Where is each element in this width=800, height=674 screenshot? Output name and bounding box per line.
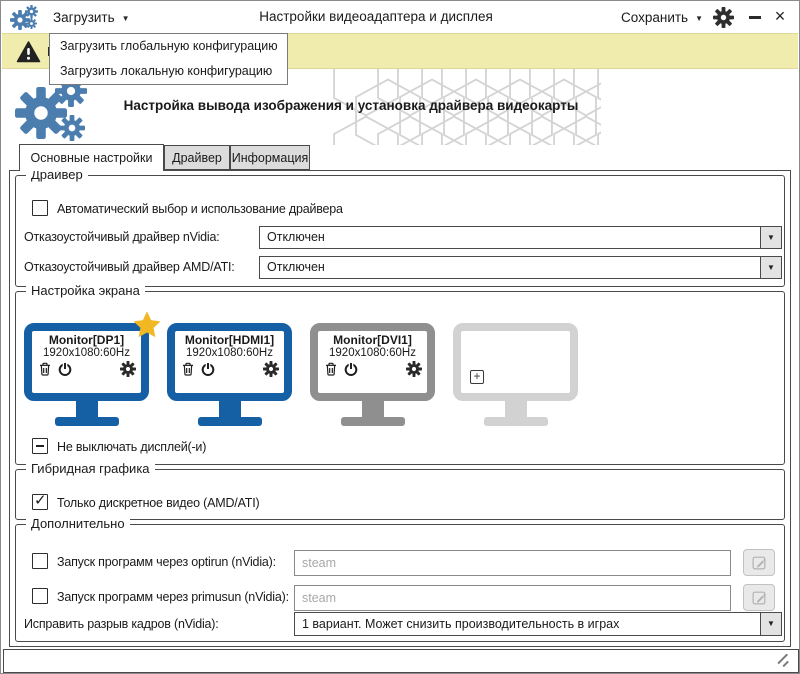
monitor-settings-gear-icon[interactable] (406, 361, 422, 377)
group-screen-title: Настройка экрана (26, 283, 145, 298)
menu-item-load-global-config[interactable]: Загрузить глобальную конфигурацию (60, 39, 278, 53)
load-menu-button[interactable]: Загрузить ▼ (53, 1, 130, 33)
monitor-card-hdmi1[interactable]: Monitor[HDMI1] 1920x1080:60Hz (167, 323, 292, 426)
save-menu-button[interactable]: Сохранить ▼ (621, 1, 703, 33)
group-extra-title: Дополнительно (26, 516, 130, 531)
primusun-edit-button[interactable] (743, 584, 775, 611)
optirun-command-input[interactable] (294, 550, 731, 576)
app-logo-gears-large-icon (15, 75, 87, 141)
discrete-only-checkbox[interactable]: ✓ (32, 491, 48, 510)
chevron-down-icon: ▼ (695, 13, 704, 23)
status-bar (3, 649, 799, 673)
amd-failsafe-value: Отключен (267, 260, 325, 274)
nvidia-failsafe-select[interactable]: Отключен ▼ (259, 226, 782, 249)
resize-grip[interactable] (772, 652, 790, 668)
monitor-settings-gear-icon[interactable] (263, 361, 279, 377)
frame-tearing-select[interactable]: 1 вариант. Может снизить производительно… (294, 612, 782, 636)
optirun-label: Запуск программ через optirun (nVidia): (57, 555, 276, 569)
discrete-only-label: Только дискретное видео (AMD/ATI) (57, 496, 260, 510)
auto-driver-checkbox[interactable] (32, 200, 48, 216)
warning-icon (16, 40, 41, 64)
amd-failsafe-label: Отказоустойчивый драйвер AMD/ATI: (24, 260, 235, 274)
keep-display-on-label: Не выключать дисплей(-и) (57, 440, 207, 454)
minimize-button[interactable] (745, 1, 765, 33)
menu-item-load-local-config[interactable]: Загрузить локальную конфигурацию (60, 64, 273, 78)
keep-display-on-checkbox[interactable] (32, 438, 48, 454)
power-icon[interactable] (343, 361, 359, 377)
monitor-name: Monitor[HDMI1] (184, 333, 275, 347)
optirun-edit-button[interactable] (743, 549, 775, 576)
header-title: Настройка вывода изображения и установка… (123, 98, 579, 113)
primusun-checkbox[interactable] (32, 588, 48, 604)
power-icon[interactable] (200, 361, 216, 377)
edit-pencil-icon (751, 554, 768, 571)
settings-gear-button[interactable] (713, 7, 734, 28)
monitor-name: Monitor[DP1] (48, 333, 125, 347)
optirun-checkbox[interactable] (32, 553, 48, 569)
save-menu-label: Сохранить (621, 9, 689, 25)
group-hybrid-graphics: Гибридная графика (15, 461, 785, 520)
load-menu-label: Загрузить (53, 9, 115, 25)
monitor-card-empty[interactable]: + (453, 323, 578, 426)
monitor-resolution: 1920x1080:60Hz (186, 347, 273, 359)
power-icon[interactable] (57, 361, 73, 377)
frame-tearing-label: Исправить разрыв кадров (nVidia): (24, 617, 219, 631)
close-button[interactable]: × (774, 6, 786, 26)
chevron-down-icon: ▼ (121, 13, 130, 23)
trash-icon[interactable] (180, 361, 196, 377)
combo-arrow-icon[interactable]: ▼ (760, 257, 781, 278)
combo-arrow-icon[interactable]: ▼ (760, 613, 781, 635)
auto-driver-label: Автоматический выбор и использование дра… (57, 202, 343, 216)
primusun-label: Запуск программ через primusun (nVidia): (57, 590, 289, 604)
window-title: Настройки видеоадаптера и дисплея (259, 9, 493, 24)
tab-driver[interactable]: Драйвер (164, 145, 230, 170)
edit-pencil-icon (751, 589, 768, 606)
amd-failsafe-select[interactable]: Отключен ▼ (259, 256, 782, 279)
checkmark-icon: ✓ (34, 491, 47, 509)
trash-icon[interactable] (323, 361, 339, 377)
monitor-name: Monitor[DVI1] (333, 333, 412, 347)
monitor-resolution: 1920x1080:60Hz (329, 347, 416, 359)
group-hybrid-title: Гибридная графика (26, 461, 155, 476)
frame-tearing-value: 1 вариант. Может снизить производительно… (302, 617, 620, 631)
nvidia-failsafe-value: Отключен (267, 230, 325, 244)
monitor-settings-gear-icon[interactable] (120, 361, 136, 377)
monitor-card-dvi1[interactable]: Monitor[DVI1] 1920x1080:60Hz (310, 323, 435, 426)
nvidia-failsafe-label: Отказоустойчивый драйвер nVidia: (24, 230, 220, 244)
indeterminate-dash-icon (36, 445, 44, 447)
title-bar: Загрузить ▼ Настройки видеоадаптера и ди… (1, 1, 799, 33)
load-dropdown-menu: Загрузить глобальную конфигурацию Загруз… (49, 33, 288, 85)
tab-information[interactable]: Информация (230, 145, 310, 170)
monitor-card-dp1[interactable]: Monitor[DP1] 1920x1080:60Hz (24, 323, 149, 426)
combo-arrow-icon[interactable]: ▼ (760, 227, 781, 248)
tab-main-settings[interactable]: Основные настройки (19, 144, 164, 171)
add-display-plus-icon[interactable]: + (470, 370, 484, 384)
trash-icon[interactable] (37, 361, 53, 377)
primary-star-icon (131, 310, 163, 342)
primusun-command-input[interactable] (294, 585, 731, 611)
monitor-resolution: 1920x1080:60Hz (43, 347, 130, 359)
